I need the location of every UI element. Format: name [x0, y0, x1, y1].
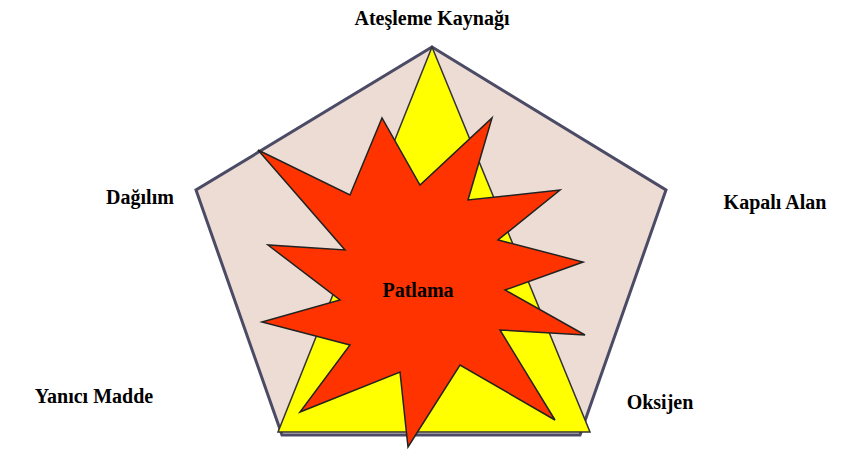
- node-text: Patlama: [382, 279, 453, 302]
- corner-label: Yanıcı Madde: [35, 384, 153, 408]
- explosion-node: Patlama: [376, 275, 459, 306]
- corner-label: Oksijen: [627, 390, 694, 414]
- corner-label: Ateşleme Kaynağı: [355, 6, 510, 30]
- corner-label: Kapalı Alan: [724, 190, 827, 214]
- corner-label: Dağılım: [106, 185, 174, 209]
- explosion-starburst: [258, 118, 585, 447]
